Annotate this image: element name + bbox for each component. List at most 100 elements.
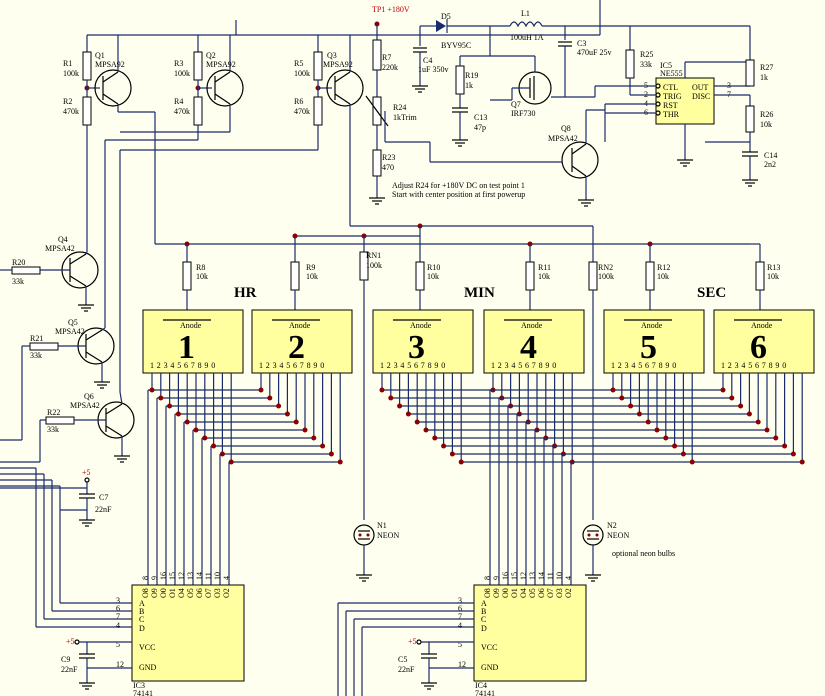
decoder-out-pin: 16	[159, 572, 168, 580]
decoder-in-pin: 7	[458, 612, 462, 621]
bus-junction	[276, 403, 282, 409]
bus-junction	[790, 451, 796, 457]
ic3-ref: IC3	[133, 681, 145, 690]
r7-ref: R7	[382, 53, 391, 62]
r5-ref: R5	[294, 59, 303, 68]
bus-junction	[628, 403, 634, 409]
bus-junction	[149, 387, 155, 393]
ic3-decoder	[131, 584, 245, 682]
decoder-in-label: VCC	[481, 643, 497, 652]
bus-junction	[636, 411, 642, 417]
r12-resistor	[645, 261, 655, 291]
decoder-out-pin: 12	[177, 572, 186, 580]
r21-val: 33k	[30, 351, 42, 360]
r3-resistor	[193, 51, 203, 81]
bus-junction	[746, 411, 752, 417]
decoder-in-pin: 12	[116, 660, 124, 669]
decoder-in-label: D	[139, 624, 145, 633]
tube-anode-label: Anode	[521, 321, 543, 330]
ic5-pin-disc: DISC	[692, 92, 710, 101]
ic5-pin-thr: THR	[663, 110, 680, 119]
decoder-in-label: A	[139, 599, 145, 608]
r9-val: 10k	[306, 272, 318, 281]
decoder-out-label: O4	[519, 588, 528, 598]
n2-ref: N2	[607, 521, 617, 530]
bus-junction	[158, 395, 164, 401]
decoder-out-label: O0	[159, 588, 168, 598]
c9-val: 22nF	[61, 665, 78, 674]
q8-part: MPSA42	[548, 134, 578, 143]
bus-junction	[337, 459, 343, 465]
r23-resistor	[372, 149, 382, 177]
decoder-in-pin: 4	[458, 621, 462, 630]
r24-val: 1kTrim	[393, 113, 417, 122]
l1-ref: L1	[521, 9, 530, 18]
ic4-decoder	[473, 584, 587, 682]
decoder-out-pin: 15	[168, 572, 177, 580]
bus-junction	[267, 395, 273, 401]
r4-val: 470k	[174, 107, 190, 116]
r23-val: 470	[382, 163, 394, 172]
bus-junction	[782, 443, 788, 449]
ic4-ref: IC4	[475, 681, 487, 690]
c7-ref: C7	[99, 493, 108, 502]
decoder-out-pin: 10	[555, 572, 564, 580]
neon-note: optional neon bulbs	[612, 549, 675, 558]
q1-part: MPSA92	[95, 60, 125, 69]
r22-ref: R22	[47, 408, 60, 417]
decoder-out-label: O6	[537, 588, 546, 598]
bus-junction	[175, 411, 181, 417]
bus-junction	[293, 419, 299, 425]
r8-val: 10k	[196, 272, 208, 281]
q8-ref: Q8	[561, 124, 571, 133]
r23-ref: R23	[382, 153, 395, 162]
r6-ref: R6	[294, 97, 303, 106]
bus-junction	[405, 411, 411, 417]
r5-val: 100k	[294, 69, 310, 78]
n1-part: NEON	[377, 531, 399, 540]
ic5-chip	[655, 77, 715, 125]
r1-ref: R1	[63, 59, 72, 68]
decoder-in-pin: 12	[458, 660, 466, 669]
tube-pin-labels: 1 2 3 4 5 6 7 8 9 0	[721, 361, 787, 370]
r19-resistor	[455, 65, 465, 95]
bus-junction	[193, 427, 199, 433]
tube-digit: 4	[520, 329, 537, 366]
ic5-pin-ctl: CTL	[663, 83, 678, 92]
tube-anode-label: Anode	[180, 321, 202, 330]
bus-junction	[184, 419, 190, 425]
r10-val: 10k	[427, 272, 439, 281]
c7-val: 22nF	[95, 505, 112, 514]
q3-transistor	[326, 69, 364, 107]
rn1-val: 100k	[366, 261, 382, 270]
r11-val: 10k	[538, 272, 550, 281]
bus-junction	[458, 459, 464, 465]
q8-transistor	[561, 141, 599, 179]
cathode-bus	[147, 373, 805, 585]
c14-val: 2n2	[764, 160, 776, 169]
decoder-in-pin: 3	[458, 596, 462, 605]
r12-val: 10k	[657, 272, 669, 281]
r2-ref: R2	[63, 97, 72, 106]
bus-junction	[228, 459, 234, 465]
rn2-ref: RN2	[598, 263, 613, 272]
bus-junction	[258, 387, 264, 393]
ic5-pin-out: OUT	[692, 83, 709, 92]
c3-ref: C3	[577, 39, 586, 48]
r7-resistor	[372, 39, 382, 71]
r19-ref: R19	[465, 71, 478, 80]
tube-pin-labels: 1 2 3 4 5 6 7 8 9 0	[259, 361, 325, 370]
nixie-tube-5: Anode 5 1 2 3 4 5 6 7 8 9 0	[603, 309, 705, 374]
bus-junction	[773, 435, 779, 441]
decoder-out-pin: 9	[492, 576, 501, 580]
r3-val: 100k	[174, 69, 190, 78]
rn2-val: 100k	[598, 272, 614, 281]
d5-diode	[436, 20, 446, 32]
decoder-out-pin: 4	[564, 576, 573, 580]
r8-resistor	[182, 261, 192, 291]
q2-ref: Q2	[206, 51, 216, 60]
decoder-in-label: B	[139, 607, 144, 616]
decoder-out-label: O9	[492, 588, 501, 598]
ground-symbol	[412, 85, 428, 93]
r9-ref: R9	[306, 263, 315, 272]
